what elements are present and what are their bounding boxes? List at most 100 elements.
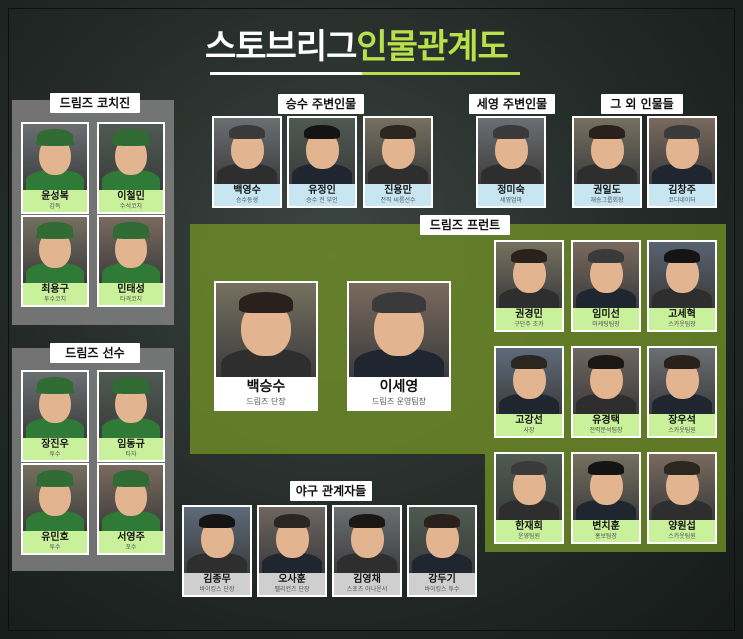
person-name: 민태성 (117, 284, 145, 295)
person-photo (334, 507, 400, 573)
header-seyoung: 세영 주변인물 (469, 94, 555, 114)
person-role: 마케팅팀장 (592, 321, 620, 328)
person-role: 세영엄마 (499, 197, 523, 204)
person-role: 승수 전 부인 (306, 197, 338, 204)
person-role: 감독 (49, 203, 61, 210)
title-part2: 인물관계도 (356, 27, 508, 67)
person-name: 권일도 (593, 185, 621, 196)
header-front: 드림즈 프런트 (420, 215, 510, 235)
person-name: 최용구 (41, 284, 69, 295)
person-role: 스포츠 아나운서 (346, 586, 388, 593)
person-name: 진용만 (384, 185, 412, 196)
header-players: 드림즈 선수 (50, 343, 140, 363)
person-name: 임동규 (117, 439, 145, 450)
person-photo (573, 454, 639, 520)
person-name: 고강선 (515, 415, 543, 426)
person-name: 강두기 (428, 574, 456, 585)
person-photo (649, 454, 715, 520)
person-role: 전력분석팀장 (589, 427, 623, 434)
person-photo (649, 118, 715, 184)
person-photo (214, 118, 280, 184)
person-role: 스카웃팀원 (668, 427, 696, 434)
person-name: 변치훈 (592, 521, 620, 532)
person-role: 펠리컨즈 단장 (274, 586, 310, 593)
person-photo (23, 372, 87, 438)
chart-frame (8, 8, 735, 631)
person-role: 바이킹스 단장 (199, 586, 235, 593)
header-baseball: 야구 관계자들 (290, 481, 372, 501)
person-role: 포수 (125, 544, 137, 551)
person-photo (99, 372, 163, 438)
person-name: 윤성복 (41, 191, 69, 202)
person-name: 김종무 (203, 574, 231, 585)
person-photo (365, 118, 431, 184)
person-name: 정미숙 (497, 185, 525, 196)
person-photo (99, 217, 163, 283)
person-photo (289, 118, 355, 184)
person-photo (496, 454, 562, 520)
person-name: 임미선 (592, 309, 620, 320)
person-role: 전직 씨름선수 (380, 197, 416, 204)
person-name: 유정인 (308, 185, 336, 196)
person-photo (259, 507, 325, 573)
person-name: 고세혁 (668, 309, 696, 320)
person-photo (574, 118, 640, 184)
person-role: 사장 (523, 427, 535, 434)
person-name: 백승수 (246, 379, 286, 395)
person-role: 코디네이터 (668, 197, 696, 204)
person-role: 구단주 조카 (514, 321, 544, 328)
person-name: 김영채 (353, 574, 381, 585)
header-coaches: 드림즈 코치진 (50, 93, 140, 113)
person-photo (216, 283, 316, 377)
person-role: 타격코치 (119, 296, 143, 303)
title-underline-accent (362, 72, 520, 75)
person-role: 투수 (49, 544, 61, 551)
person-role: 타자 (125, 451, 137, 458)
person-photo (99, 124, 163, 190)
person-role: 재송그룹회장 (590, 197, 624, 204)
person-photo (496, 242, 562, 308)
person-photo (23, 124, 87, 190)
person-name: 김창주 (668, 185, 696, 196)
person-role: 승수동생 (235, 197, 259, 204)
person-name: 양원섭 (668, 521, 696, 532)
person-photo (23, 465, 87, 531)
person-role: 운영팀원 (517, 533, 541, 540)
person-name: 유경택 (592, 415, 620, 426)
person-role: 홍보팀장 (594, 533, 618, 540)
